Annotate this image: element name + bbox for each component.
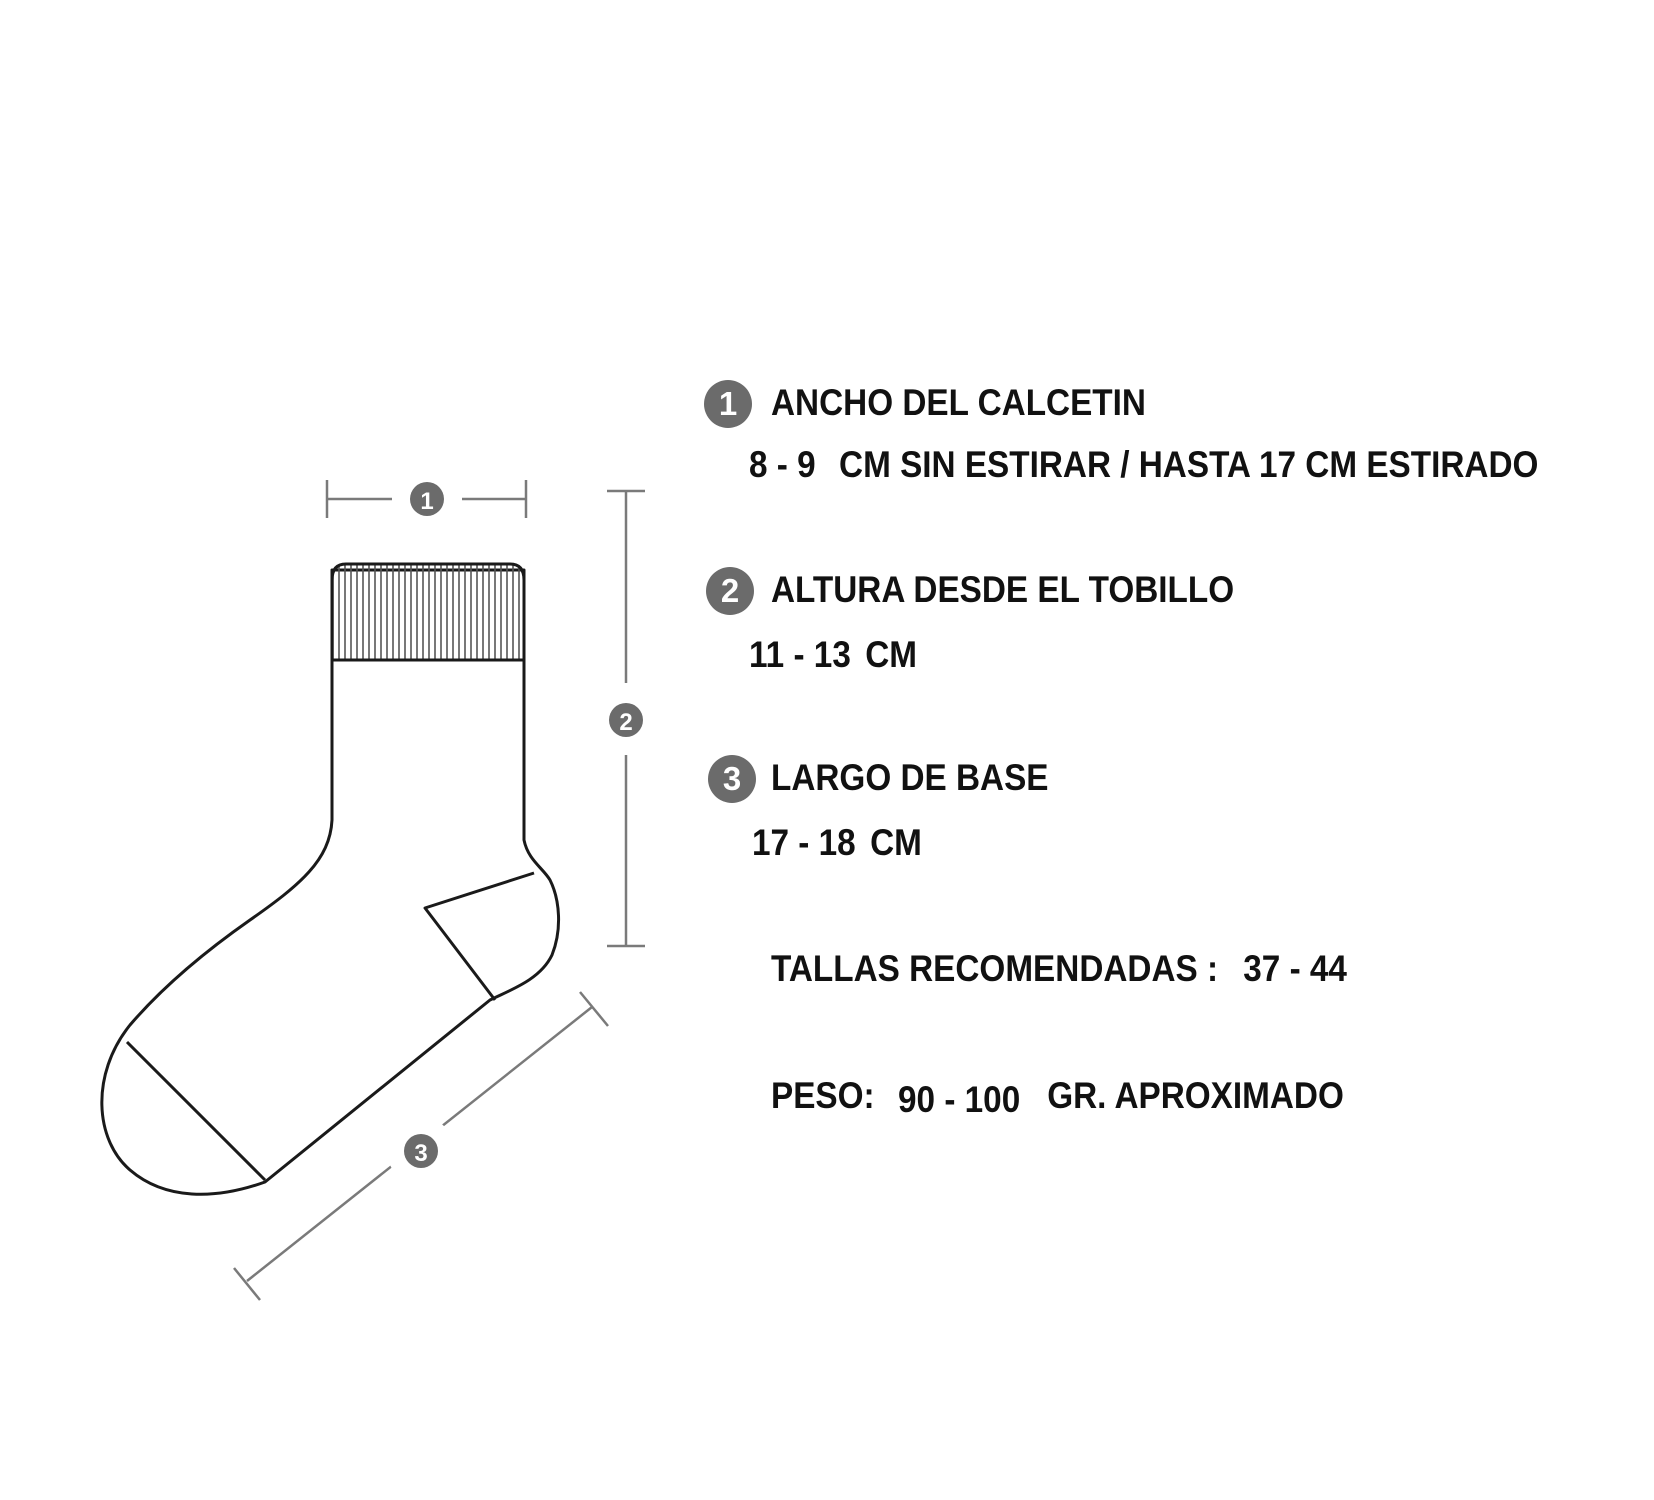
marker-2-icon: 2 bbox=[609, 703, 643, 737]
width-dimension bbox=[325, 480, 528, 518]
spec-width-range: 8 - 9 bbox=[749, 444, 816, 485]
marker-1-icon: 1 bbox=[410, 482, 444, 516]
spec-width-value: 8 - 9 CM SIN ESTIRAR / HASTA 17 CM ESTIRA… bbox=[749, 444, 1538, 486]
spec-2-badge-icon: 2 bbox=[706, 567, 754, 615]
recommended-sizes-label: TALLAS RECOMENDADAS : bbox=[771, 948, 1219, 989]
spec-height-value: 11 - 13 CM bbox=[749, 634, 917, 676]
recommended-sizes-value: 37 - 44 bbox=[1243, 948, 1347, 989]
weight-label: PESO: bbox=[771, 1075, 875, 1116]
spec-base-value: 17 - 18 CM bbox=[752, 822, 922, 864]
weight-unit: GR. APROXIMADO bbox=[1047, 1075, 1344, 1116]
spec-3-badge-icon: 3 bbox=[708, 755, 756, 803]
spec-base-range: 17 - 18 bbox=[752, 822, 856, 863]
marker-1-label: 1 bbox=[420, 488, 433, 515]
sock-heel bbox=[423, 871, 535, 1001]
sock-body bbox=[100, 568, 561, 1196]
spec-width-title: ANCHO DEL CALCETIN bbox=[771, 382, 1146, 423]
spec-height-range: 11 - 13 bbox=[749, 634, 851, 675]
weight-spec: PESO: 90 - 100 GR. APROXIMADO bbox=[771, 1075, 1344, 1120]
spec-base-title: LARGO DE BASE bbox=[771, 757, 1049, 798]
recommended-sizes: TALLAS RECOMENDADAS : 37 - 44 bbox=[771, 948, 1347, 990]
spec-1-badge-icon: 1 bbox=[704, 380, 752, 428]
sock-cuff bbox=[330, 562, 526, 662]
height-dimension bbox=[607, 489, 645, 948]
spec-base-unit: CM bbox=[870, 822, 922, 863]
spec-width-detail: CM SIN ESTIRAR / HASTA 17 CM ESTIRADO bbox=[839, 444, 1539, 485]
marker-2-label: 2 bbox=[619, 709, 632, 736]
spec-height-unit: CM bbox=[865, 634, 918, 675]
sock-toe-seam bbox=[125, 1040, 267, 1182]
spec-height-title: ALTURA DESDE EL TOBILLO bbox=[771, 569, 1235, 610]
marker-3-icon: 3 bbox=[404, 1134, 438, 1168]
sock-outline bbox=[100, 562, 561, 1196]
weight-value: 90 - 100 bbox=[898, 1079, 1021, 1120]
marker-3-label: 3 bbox=[414, 1140, 427, 1167]
